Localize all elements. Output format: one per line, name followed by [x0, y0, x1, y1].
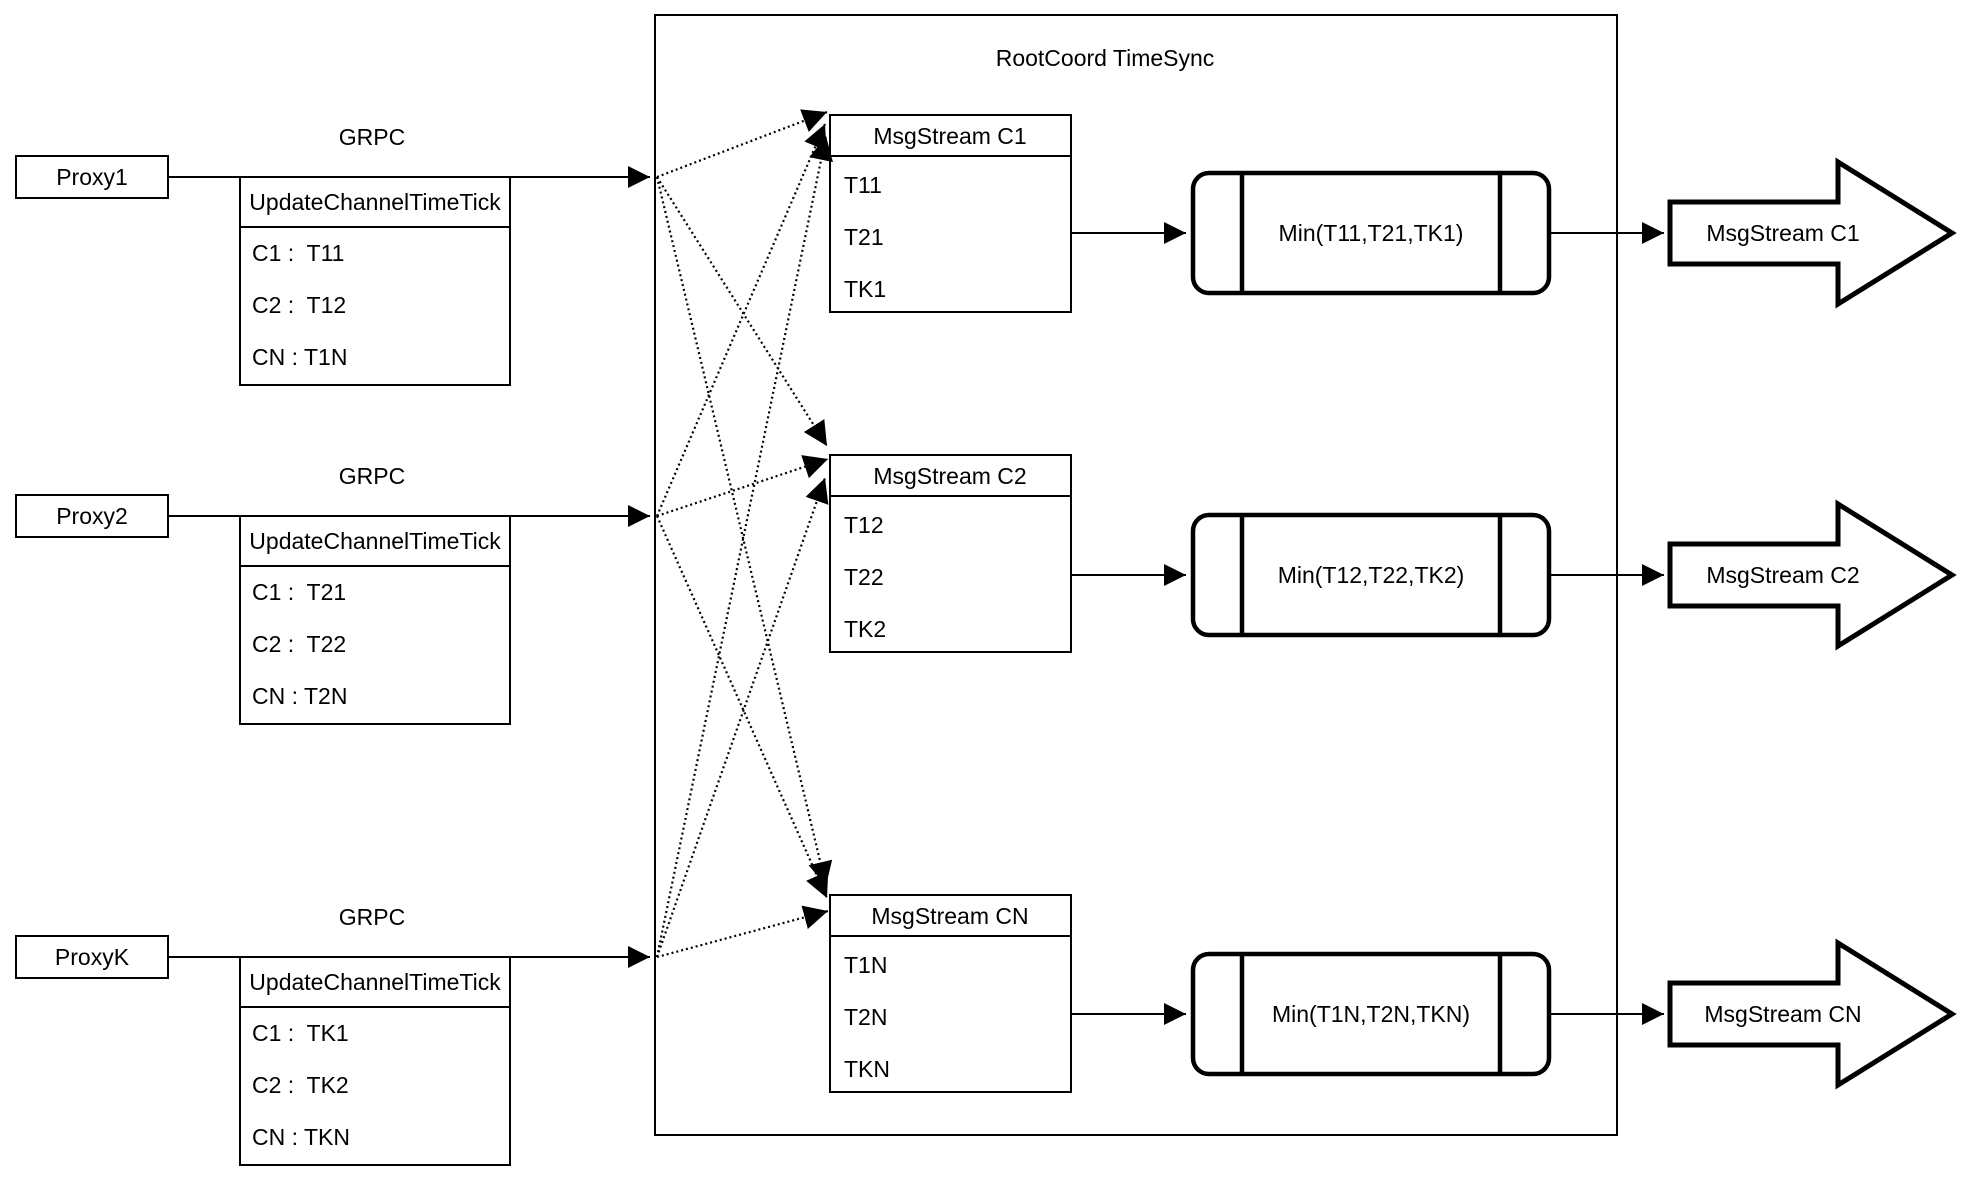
msgstream-table-entry: TK2 [844, 616, 886, 642]
grpc-label: GRPC [339, 463, 405, 489]
update-table-header: UpdateChannelTimeTick [249, 189, 501, 215]
msgstream-table-entry: T22 [844, 564, 884, 590]
update-table-entry: C2 : T22 [252, 631, 346, 657]
row-proxy2: Proxy2 GRPC UpdateChannelTimeTick C1 : T… [15, 454, 1957, 725]
msgstream-table [829, 114, 1072, 313]
update-table-header: UpdateChannelTimeTick [249, 528, 501, 554]
row-proxy1: Proxy1 GRPC UpdateChannelTimeTick C1 : T… [15, 114, 1957, 386]
output-arrow-label: MsgStream C2 [1706, 562, 1859, 588]
timetick-fanout-line [656, 109, 828, 179]
msgstream-table-entry: T21 [844, 224, 884, 250]
msgstream-table-entry: TKN [844, 1056, 890, 1082]
proxy-box [15, 935, 169, 979]
msgstream-table [829, 894, 1072, 1093]
timetick-fanout [655, 109, 833, 959]
grpc-label: GRPC [339, 904, 405, 930]
update-table-entry: CN : TKN [252, 1124, 350, 1150]
update-table-entry: CN : T1N [252, 344, 347, 370]
grpc-label: GRPC [339, 124, 405, 150]
row-proxyk: ProxyK GRPC UpdateChannelTimeTick C1 : T… [15, 894, 1957, 1166]
timetick-fanout-line [655, 176, 833, 887]
msgstream-table [829, 454, 1072, 653]
update-table-entry: C2 : TK2 [252, 1072, 349, 1098]
output-arrow [1667, 157, 1957, 309]
output-arrow-label: MsgStream CN [1704, 1001, 1861, 1027]
msgstream-table-entry: T12 [844, 512, 884, 538]
update-table [239, 176, 511, 386]
msgstream-table-entry: T2N [844, 1004, 887, 1030]
msgstream-table-entry: T11 [844, 172, 882, 198]
output-arrow [1667, 499, 1957, 651]
proxy-label: Proxy1 [56, 164, 128, 190]
update-table [239, 956, 511, 1166]
proxy-label: Proxy2 [56, 503, 128, 529]
min-label: Min(T1N,T2N,TKN) [1272, 1001, 1470, 1027]
min-label: Min(T12,T22,TK2) [1278, 562, 1465, 588]
proxy-label: ProxyK [55, 944, 130, 970]
update-table-entry: C1 : T21 [252, 579, 346, 605]
proxy-box [15, 155, 169, 199]
msgstream-table-header: MsgStream CN [871, 903, 1028, 929]
min-label: Min(T11,T21,TK1) [1279, 220, 1464, 246]
msgstream-table-header: MsgStream C1 [873, 123, 1026, 149]
proxy-box [15, 494, 169, 538]
update-table-entry: C1 : TK1 [252, 1020, 349, 1046]
update-table-entry: C2 : T12 [252, 292, 346, 318]
update-table [239, 515, 511, 725]
update-table-entry: CN : T2N [252, 683, 347, 709]
update-table-entry: C1 : T11 [252, 240, 344, 266]
rootcoord-title: RootCoord TimeSync [996, 45, 1215, 71]
msgstream-table-header: MsgStream C2 [873, 463, 1026, 489]
timetick-fanout-line [656, 176, 828, 447]
msgstream-table-entry: TK1 [844, 276, 886, 302]
timetick-fanout-line [656, 455, 829, 518]
output-arrow [1667, 938, 1957, 1090]
update-table-header: UpdateChannelTimeTick [249, 969, 501, 995]
output-arrow-label: MsgStream C1 [1706, 220, 1859, 246]
msgstream-table-entry: T1N [844, 952, 887, 978]
timetick-fanout-line [655, 123, 827, 517]
